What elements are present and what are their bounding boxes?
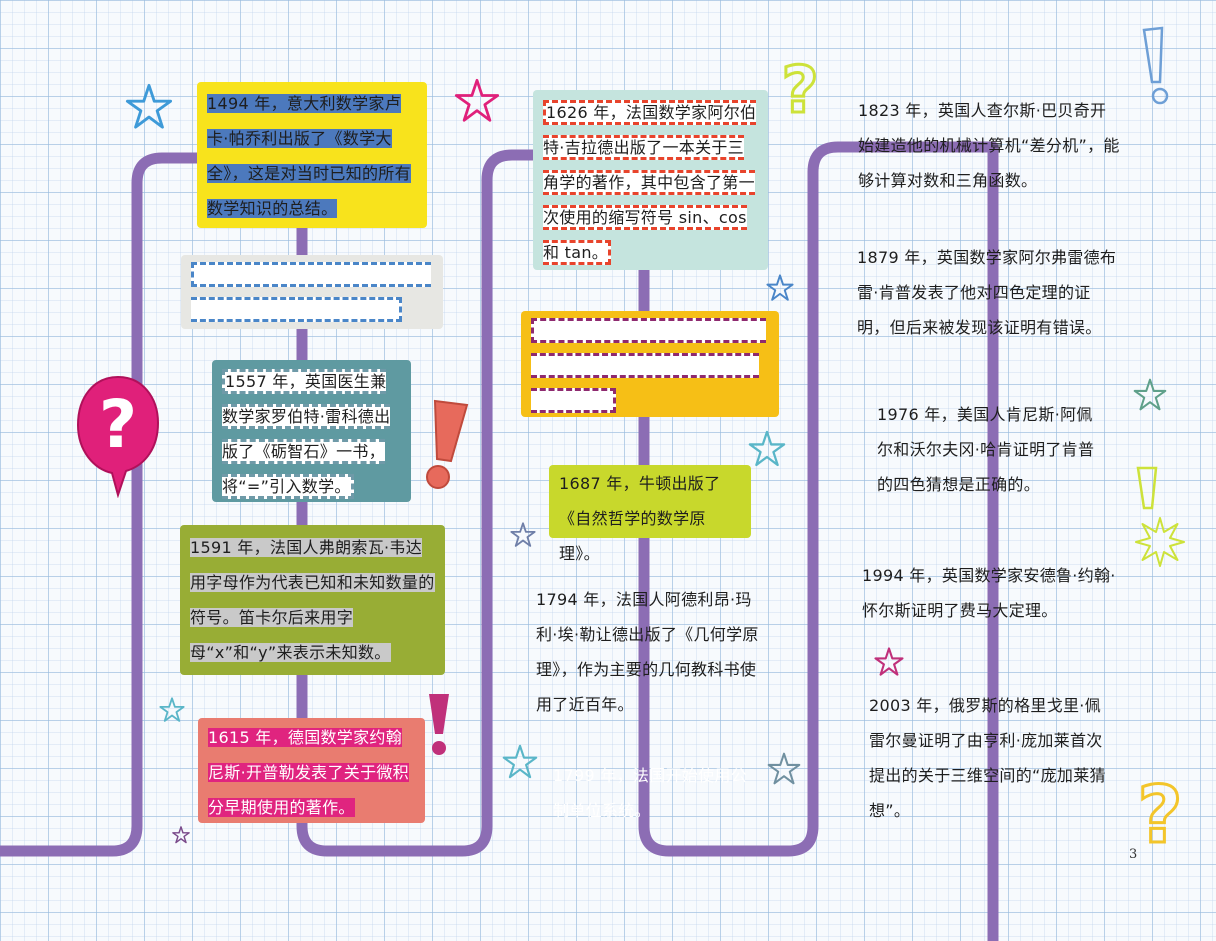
star-icon bbox=[766, 274, 794, 302]
timeline-card-1494: 1494 年，意大利数学家卢卡·帕乔利出版了《数学大全》，这是对当时已知的所有数… bbox=[197, 82, 427, 228]
exclamation-mark-icon bbox=[413, 397, 473, 495]
timeline-card-text: 1626 年，法国数学家阿尔伯特·吉拉德出版了一本关于三角学的著作，其中包含了第… bbox=[543, 100, 756, 265]
timeline-card-text: 1665 年，英国数学家艾萨克·牛顿发现了二项式定理，并开始研究微分学。 bbox=[531, 318, 766, 413]
timeline-card-text: 1557 年，英国医生兼数学家罗伯特·雷科德出版了《砺智石》一书，将“=”引入数… bbox=[222, 369, 390, 499]
timeline-card-1823: 1823 年，英国人查尔斯·巴贝奇开始建造他的机械计算机“差分机”，能够计算对数… bbox=[848, 91, 1132, 201]
timeline-card-text: 1799 年，法国开始使用公制单位系统。 bbox=[553, 766, 747, 820]
svg-text:?: ? bbox=[99, 386, 137, 463]
star-icon bbox=[452, 78, 502, 124]
svg-text:?: ? bbox=[781, 54, 818, 122]
timeline-card-text: 1794 年，法国人阿德利昂·玛利·埃·勒让德出版了《几何学原理》，作为主要的几… bbox=[536, 590, 759, 714]
timeline-card-1879: 1879 年，英国数学家阿尔弗雷德布雷·肯普发表了他对四色定理的证明，但后来被发… bbox=[847, 238, 1133, 352]
star-icon bbox=[1133, 378, 1167, 412]
timeline-card-text: 1823 年，英国人查尔斯·巴贝奇开始建造他的机械计算机“差分机”，能够计算对数… bbox=[858, 101, 1120, 190]
timeline-card-1994: 1994 年，英国数学家安德鲁·约翰·怀尔斯证明了费马大定理。 bbox=[852, 557, 1129, 632]
star-icon bbox=[125, 83, 173, 131]
star-icon bbox=[172, 826, 190, 844]
timeline-card-text: 1615 年，德国数学家约翰尼斯·开普勒发表了关于微积分早期使用的著作。 bbox=[208, 728, 409, 817]
timeline-card-text: 1494 年，意大利数学家卢卡·帕乔利出版了《数学大全》，这是对当时已知的所有数… bbox=[207, 94, 411, 218]
question-mark-icon: ? bbox=[780, 52, 820, 122]
exclamation-mark-icon bbox=[423, 690, 459, 760]
star-icon bbox=[874, 647, 904, 677]
timeline-card-1514: 1514 年，荷兰数学家吉尔·范德·赫克使用了“+”和“−”符号。 bbox=[181, 255, 443, 329]
svg-text:?: ? bbox=[1137, 771, 1182, 852]
star-icon bbox=[502, 744, 538, 780]
timeline-card-text: 1976 年，美国人肯尼斯·阿佩尔和沃尔夫冈·哈肯证明了肯普的四色猜想是正确的。 bbox=[877, 405, 1094, 494]
timeline-card-1976: 1976 年，美国人肯尼斯·阿佩尔和沃尔夫冈·哈肯证明了肯普的四色猜想是正确的。 bbox=[867, 396, 1112, 502]
timeline-card-1615: 1615 年，德国数学家约翰尼斯·开普勒发表了关于微积分早期使用的著作。 bbox=[198, 718, 425, 823]
timeline-card-1687: 1687 年，牛顿出版了《自然哲学的数学原理》。 bbox=[549, 465, 751, 538]
timeline-card-2003: 2003 年，俄罗斯的格里戈里·佩雷尔曼证明了由亨利·庞加莱首次提出的关于三维空… bbox=[859, 686, 1120, 827]
timeline-card-1626: 1626 年，法国数学家阿尔伯特·吉拉德出版了一本关于三角学的著作，其中包含了第… bbox=[533, 90, 768, 270]
burst-icon bbox=[1135, 517, 1185, 567]
timeline-card-text: 1514 年，荷兰数学家吉尔·范德·赫克使用了“+”和“−”符号。 bbox=[191, 262, 431, 322]
star-icon bbox=[159, 697, 185, 723]
exclamation-mark-icon bbox=[1138, 26, 1178, 106]
timeline-card-1665: 1665 年，英国数学家艾萨克·牛顿发现了二项式定理，并开始研究微分学。 bbox=[521, 311, 779, 417]
timeline-card-1591: 1591 年，法国人弗朗索瓦·韦达用字母作为代表已知和未知数量的符号。笛卡尔后来… bbox=[180, 525, 445, 675]
timeline-card-1799: 1799 年，法国开始使用公制单位系统。 bbox=[543, 757, 759, 828]
timeline-card-text: 1591 年，法国人弗朗索瓦·韦达用字母作为代表已知和未知数量的符号。笛卡尔后来… bbox=[190, 538, 435, 662]
exclamation-mark-icon bbox=[1134, 464, 1164, 518]
page-number: 3 bbox=[1129, 847, 1137, 862]
question-mark-icon: ? bbox=[74, 373, 162, 498]
timeline-card-text: 1879 年，英国数学家阿尔弗雷德布雷·肯普发表了他对四色定理的证明，但后来被发… bbox=[857, 248, 1116, 337]
question-mark-icon: ? bbox=[1134, 768, 1186, 852]
star-icon bbox=[510, 522, 536, 548]
timeline-card-1557: 1557 年，英国医生兼数学家罗伯特·雷科德出版了《砺智石》一书，将“=”引入数… bbox=[212, 360, 411, 502]
timeline-card-text: 2003 年，俄罗斯的格里戈里·佩雷尔曼证明了由亨利·庞加莱首次提出的关于三维空… bbox=[869, 696, 1106, 820]
timeline-card-text: 1994 年，英国数学家安德鲁·约翰·怀尔斯证明了费马大定理。 bbox=[862, 566, 1116, 620]
star-icon bbox=[748, 430, 786, 468]
star-icon bbox=[767, 752, 801, 786]
timeline-card-1794: 1794 年，法国人阿德利昂·玛利·埃·勒让德出版了《几何学原理》，作为主要的几… bbox=[526, 580, 775, 720]
